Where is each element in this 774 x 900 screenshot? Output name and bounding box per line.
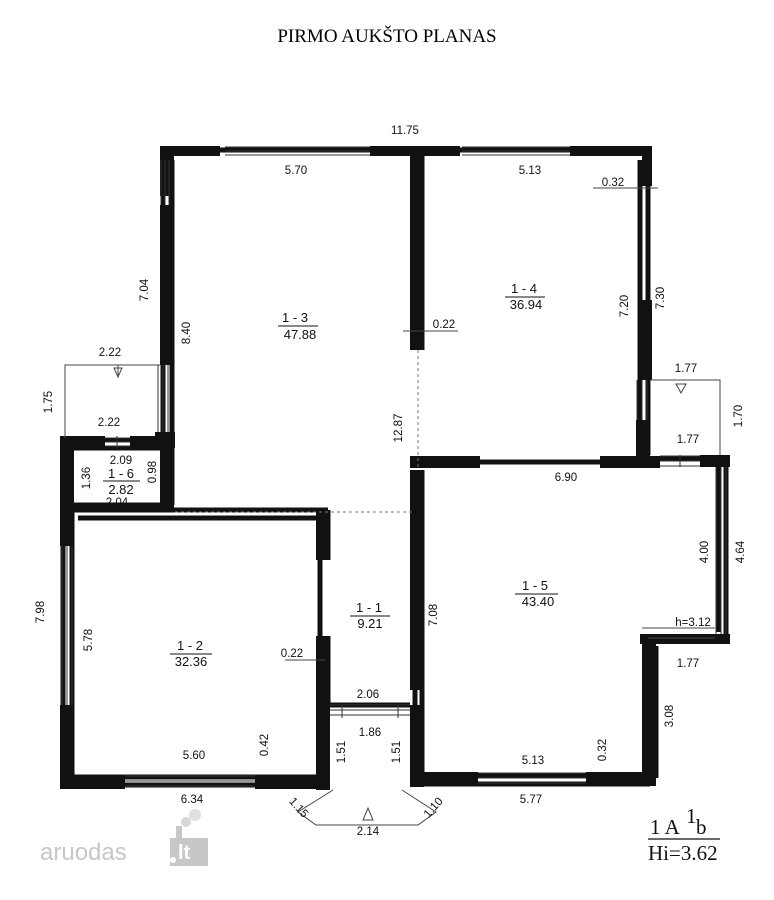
dim-bay-left-222b: 2.22 [98,417,120,429]
dim-bay-right-170: 1.70 [733,405,745,427]
watermark-badge [170,838,208,866]
dim-wall-032-top: 0.32 [602,177,624,189]
dim-r16-204: 2.04 [106,497,129,509]
dim-r15-top: 6.90 [555,472,577,484]
room-1-6-area: 2.82 [108,482,133,497]
dim-porch-110: 1.10 [422,796,446,821]
stamp-line1-main: 1 A [650,815,681,839]
room-1-6-id: 1 - 6 [108,466,134,481]
dim-r16-136: 1.36 [81,467,93,489]
watermark: aruodas lt [40,809,208,866]
dimension-labels: 11.75 5.70 5.13 0.32 7.04 8.40 0.22 7.20… [35,125,747,838]
dim-wall-042: 0.42 [259,734,271,756]
dim-wall-022-mid: 0.22 [433,319,455,331]
dim-room14-height: 7.20 [619,295,631,317]
plan-stamp: 1 A 1 b Hi=3.62 [648,804,720,865]
plan-title: PIRMO AUKŠTO PLANAS [277,25,496,47]
dim-height-label: h=3.12 [675,617,711,629]
room-1-4-id: 1 - 4 [511,281,537,296]
dim-r16-209: 2.09 [110,455,132,467]
room-1-1-area: 9.21 [357,616,382,631]
dim-bottom-634: 6.34 [181,794,204,806]
dim-r15-400: 4.00 [699,541,711,563]
dim-porch-214: 2.14 [357,826,380,838]
dim-bay-left-175: 1.75 [43,391,55,413]
wall-blocks [60,146,730,790]
dim-bay-right-177: 1.77 [675,363,697,375]
room-labels: 1 - 3 47.88 1 - 4 36.94 1 - 6 2.82 1 - 2… [103,281,558,669]
watermark-suffix: lt [178,842,191,864]
room-1-4-area: 36.94 [510,297,543,312]
dim-bay-right-177b: 1.77 [677,434,699,446]
dim-total-width: 11.75 [391,125,419,137]
room-1-3-area: 47.88 [284,327,317,342]
dim-porch-115: 1.15 [286,796,310,821]
dim-right-730: 7.30 [655,287,667,309]
dim-wall-022-r12: 0.22 [281,648,303,660]
room-1-5-id: 1 - 5 [522,578,548,593]
dim-r15-308: 3.08 [664,705,676,727]
room-1-2-id: 1 - 2 [177,638,203,653]
dim-room13-height: 8.40 [181,322,193,344]
dim-r12-bottom: 5.60 [183,750,205,762]
dim-bay-left-222: 2.22 [99,347,121,359]
auxiliary-lines [64,187,721,826]
dim-entry-186: 1.86 [359,727,381,739]
watermark-text: aruodas [40,839,127,866]
dim-bottom-577: 5.77 [520,794,542,806]
dim-center-1287: 12.87 [393,414,405,443]
watermark-dot [170,857,176,863]
dim-r15-464: 4.64 [735,540,747,563]
dim-wall-032-bottom: 0.32 [597,739,609,761]
room-1-1-id: 1 - 1 [356,600,382,615]
dim-r15-bay-177: 1.77 [677,658,699,670]
dim-entry-151b: 1.51 [391,741,403,763]
dim-room14-top: 5.13 [519,165,541,177]
dim-r11-206: 2.06 [357,689,379,701]
stamp-line2: Hi=3.62 [648,841,718,865]
dim-r16-098: 0.98 [147,461,159,483]
stamp-line1-end: b [696,815,707,839]
dim-left-704: 7.04 [139,278,151,301]
room-1-3-id: 1 - 3 [282,310,308,325]
dim-r11-708: 7.08 [428,604,440,626]
windows [61,146,727,787]
dim-left-798: 7.98 [35,601,47,623]
dim-room13-top: 5.70 [285,165,307,177]
stamp-line1-sup: 1 [686,804,697,828]
room-1-2-area: 32.36 [175,654,208,669]
dim-r12-height: 5.78 [83,629,95,651]
room-1-5-area: 43.40 [522,594,555,609]
dim-entry-151a: 1.51 [336,741,348,763]
dim-r15-bottom: 5.13 [522,755,544,767]
